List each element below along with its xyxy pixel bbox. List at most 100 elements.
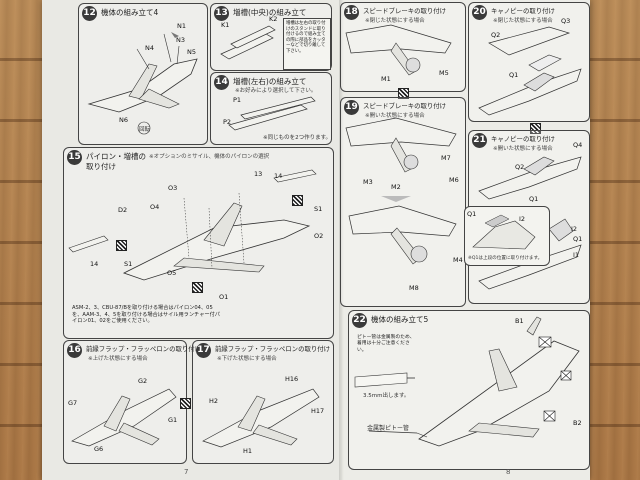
part-label: B2 bbox=[573, 419, 582, 427]
flap-down-drawing bbox=[202, 388, 320, 448]
step-18-panel: 18 スピードブレーキの取り付け ※閉じた状態にする場合 M1 M5 bbox=[340, 2, 466, 92]
part-label: 14 bbox=[274, 172, 283, 180]
pitot-warning: ピトー管は金属製のため、着用は十分ご注意ください。 bbox=[357, 335, 415, 353]
hatch-icon bbox=[192, 282, 203, 293]
page-gutter-shadow bbox=[339, 0, 344, 480]
step-number: 14 bbox=[214, 75, 229, 90]
step-number: 12 bbox=[82, 6, 97, 21]
part-label: G6 bbox=[94, 445, 104, 453]
step-subtitle: ※下げた状態にする場合 bbox=[217, 356, 277, 362]
rotate-badge: 回転 bbox=[139, 127, 151, 133]
hatch-icon bbox=[530, 123, 541, 134]
step-16-panel: 16 前縁フラップ・フラッペロンの取り付け ※上げた状態にする場合 G2 G7 … bbox=[63, 340, 201, 464]
part-label: O2 bbox=[314, 232, 324, 240]
step-title: 増槽(中央)の組み立て bbox=[233, 8, 307, 17]
part-label: M7 bbox=[441, 154, 451, 162]
part-label: H17 bbox=[311, 407, 325, 415]
step-number: 16 bbox=[67, 343, 82, 358]
part-label: H2 bbox=[209, 397, 219, 405]
hatch-icon bbox=[398, 88, 409, 99]
part-label: K1 bbox=[221, 21, 230, 29]
tank-notice-box: 増槽は左右の取り付けのスタンドに取り付けるので組み立ての際に部品をカッターなどで… bbox=[283, 18, 331, 70]
step-title: 前縁フラップ・フラッペロンの取り付け bbox=[86, 345, 202, 353]
step-14-panel: 14 増槽(左右)の組み立て ※お好みにより選択して下さい。 P1 P2 ※同じ… bbox=[210, 72, 332, 145]
side-tank-drawing bbox=[228, 96, 316, 131]
part-label: N6 bbox=[119, 116, 128, 124]
part-label: O5 bbox=[167, 269, 177, 277]
canopy-open-drawing bbox=[478, 156, 582, 290]
canopy-detail-drawing bbox=[472, 214, 536, 250]
part-label: Q1 bbox=[509, 71, 519, 79]
part-label: D2 bbox=[118, 206, 128, 214]
step-title: 機体の組み立て4 bbox=[101, 8, 159, 17]
speedbrake-open-drawing bbox=[345, 117, 457, 265]
step-title: スピードブレーキの取り付け bbox=[363, 102, 447, 110]
center-tank-drawing bbox=[220, 25, 276, 60]
hatch-icon bbox=[116, 240, 127, 251]
part-label: Q1 bbox=[467, 210, 477, 218]
part-label: M4 bbox=[453, 256, 463, 264]
part-label: Q2 bbox=[515, 163, 525, 171]
step-number: 13 bbox=[214, 6, 229, 21]
part-label: G7 bbox=[68, 399, 78, 407]
step-number: 15 bbox=[67, 150, 82, 165]
step-17-panel: 17 前縁フラップ・フラッペロンの取り付け ※下げた状態にする場合 H2 H16… bbox=[192, 340, 334, 464]
part-label: M8 bbox=[409, 284, 419, 292]
step-note: ※オプションのミサイル、機体のパイロンの選択 bbox=[149, 154, 270, 160]
speedbrake-closed-drawing bbox=[345, 24, 452, 76]
hatch-icon bbox=[180, 398, 191, 409]
step-title: キャノピーの取り付け bbox=[491, 135, 555, 143]
make-two-note: ※同じものを2つ作ります。 bbox=[263, 135, 332, 141]
left-page-number: 7 bbox=[184, 468, 189, 476]
step-subtitle: ※上げた状態にする場合 bbox=[88, 356, 148, 362]
part-label: P2 bbox=[223, 118, 232, 126]
step-number: 19 bbox=[344, 100, 359, 115]
step-title: 増槽(左右)の組み立て bbox=[233, 77, 307, 86]
step-number: 20 bbox=[472, 5, 487, 20]
step-12-panel: 12 機体の組み立て4 N1 N4 N5 N6 N3 回転 bbox=[78, 3, 208, 145]
step-title: 機体の組み立て5 bbox=[371, 315, 429, 324]
part-label: I2 bbox=[519, 215, 526, 223]
step-title: スピードブレーキの取り付け bbox=[363, 7, 447, 15]
part-label: G1 bbox=[168, 416, 178, 424]
step-subtitle: ※閉じた状態にする場合 bbox=[493, 18, 553, 24]
part-label: M2 bbox=[391, 183, 401, 191]
part-label: Q4 bbox=[573, 141, 583, 149]
part-label: P1 bbox=[233, 96, 242, 104]
part-label: N1 bbox=[177, 22, 186, 30]
part-label: I1 bbox=[573, 251, 580, 259]
flap-up-drawing bbox=[71, 388, 177, 447]
step-22-panel: 22 機体の組み立て5 ピトー管は金属製のため、着用は十分ご注意ください。 3.… bbox=[348, 310, 590, 470]
step-number: 21 bbox=[472, 133, 487, 148]
part-label: N5 bbox=[187, 48, 196, 56]
step-15-panel: 15 パイロン・増槽の 取り付け ※オプションのミサイル、機体のパイロンの選択 … bbox=[63, 147, 334, 339]
right-page-number: 8 bbox=[506, 468, 511, 476]
part-label: M1 bbox=[381, 75, 391, 83]
pylon-tank-drawing bbox=[68, 169, 317, 281]
asm-note: ASM-2、3、CBU-87/Bを取り付ける場合はパイロン04、05を、AAM-… bbox=[72, 305, 220, 325]
step-subtitle: ※開いた状態にする場合 bbox=[493, 146, 553, 152]
step-19-panel: 19 スピードブレーキの取り付け ※開いた状態にする場合 M7 M3 M2 M6… bbox=[340, 97, 466, 307]
part-label: H1 bbox=[243, 447, 253, 455]
step-13-panel: 13 増槽(中央)の組み立て K1 K2 増槽は左右の取り付けのスタンドに取り付… bbox=[210, 3, 332, 71]
canopy-closed-drawing bbox=[478, 26, 582, 116]
part-label: S1 bbox=[124, 260, 133, 268]
part-label: M5 bbox=[439, 69, 449, 77]
part-label: Q1 bbox=[529, 195, 539, 203]
fuselage-assembly-drawing bbox=[87, 32, 198, 135]
metal-pitot-label: 金属製ピトー管 bbox=[367, 425, 410, 432]
part-label: M6 bbox=[449, 176, 459, 184]
step-title: キャノピーの取り付け bbox=[491, 7, 555, 15]
step-title: 前縁フラップ・フラッペロンの取り付け bbox=[215, 345, 331, 353]
step-number: 17 bbox=[196, 343, 211, 358]
part-label: H16 bbox=[285, 375, 299, 383]
step-number: 18 bbox=[344, 5, 359, 20]
part-label: M3 bbox=[363, 178, 373, 186]
step-subtitle: ※お好みにより選択して下さい。 bbox=[235, 88, 317, 94]
part-label: S1 bbox=[314, 205, 323, 213]
part-label: N3 bbox=[176, 36, 185, 44]
step-title-line2: 取り付け bbox=[86, 162, 116, 171]
part-label: N4 bbox=[145, 44, 154, 52]
part-label: O3 bbox=[168, 184, 178, 192]
part-label: I2 bbox=[571, 225, 578, 233]
